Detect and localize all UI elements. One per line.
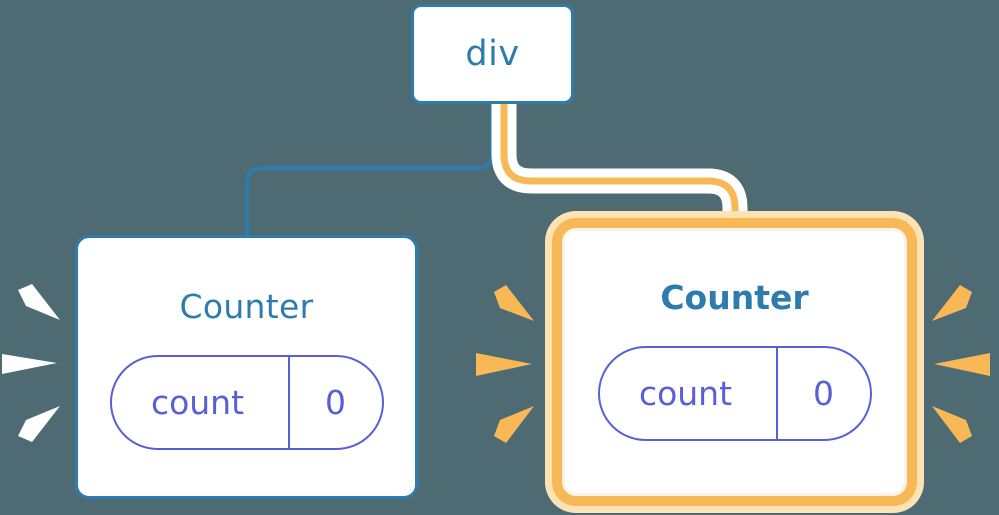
node-div[interactable]: div — [411, 4, 574, 104]
spark-icon — [494, 406, 534, 443]
spark-icon — [934, 353, 990, 376]
spark-icon — [476, 353, 532, 376]
spark-burst-middle — [468, 279, 538, 449]
state-pill-divider — [775, 348, 778, 439]
node-counter-left-label: Counter — [179, 287, 314, 326]
edge-div-to-counter-right — [500, 104, 739, 236]
spark-icon — [18, 284, 60, 320]
state-pill-right: count 0 — [597, 346, 872, 441]
spark-icon — [932, 285, 972, 321]
spark-icon — [18, 406, 60, 442]
edge-div-to-counter-left — [245, 104, 494, 236]
node-counter-right[interactable]: Counter count 0 — [562, 228, 907, 496]
spark-icon — [2, 354, 57, 374]
node-counter-left[interactable]: Counter count 0 — [75, 235, 418, 499]
state-key-left: count — [150, 383, 245, 422]
state-pill-left: count 0 — [109, 355, 384, 450]
node-div-label: div — [465, 34, 520, 74]
state-pill-divider — [287, 357, 290, 448]
spark-icon — [932, 406, 972, 443]
node-counter-right-label: Counter — [660, 278, 809, 317]
spark-burst-left — [2, 278, 72, 448]
state-value-left: 0 — [325, 383, 346, 422]
spark-burst-right — [928, 279, 998, 449]
state-key-right: count — [638, 374, 733, 413]
edge-div-to-counter-right-halo — [491, 104, 748, 236]
state-value-right: 0 — [813, 374, 834, 413]
spark-icon — [494, 285, 534, 321]
